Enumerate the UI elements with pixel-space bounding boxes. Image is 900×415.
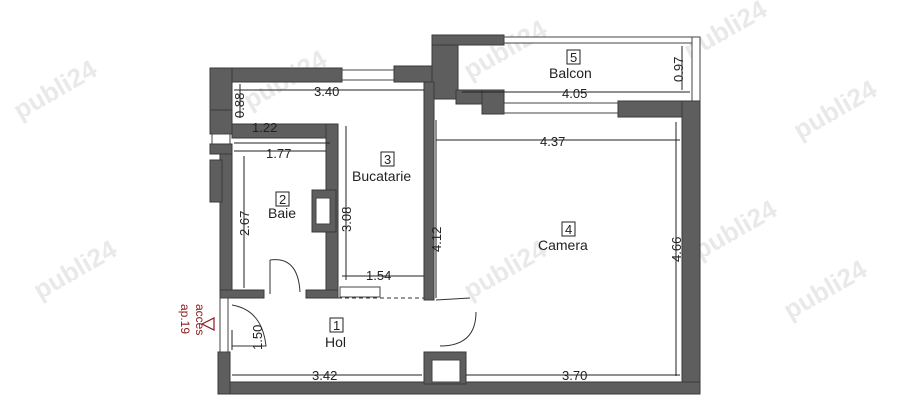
wall [305, 289, 339, 299]
room-number: 3 [384, 152, 391, 167]
wall [209, 159, 223, 203]
dim-bucatarie-width: 3.40 [314, 84, 339, 99]
watermark: publi24 [778, 253, 872, 325]
wall [393, 65, 435, 83]
dim-camera-depth: 4.66 [669, 237, 684, 262]
entrance-apartment: ap.19 [178, 304, 192, 334]
dim-hol-width: 3.42 [312, 368, 337, 383]
room-labels: 5 Balcon 3 Bucatarie 2 Baie 4 Camera 1 H… [268, 49, 592, 350]
window [503, 102, 619, 114]
entrance-triangle-icon [200, 317, 215, 331]
room-number: 4 [565, 222, 572, 237]
wall [431, 34, 459, 100]
door [269, 259, 301, 294]
window [341, 69, 395, 81]
wall [219, 289, 265, 299]
room-number-box [380, 151, 395, 167]
dim-camera-top: 4.37 [540, 134, 565, 149]
dim-baie-top: 1.22 [252, 120, 277, 135]
dimension-labels: 3.40 0.88 1.22 1.77 2.67 3.08 1.54 4.37 … [232, 57, 686, 383]
dim-bucatarie-wall: 0.88 [232, 93, 247, 118]
wall [481, 89, 505, 115]
dim-bucatarie-depth: 3.08 [339, 207, 354, 232]
wall-opening [219, 297, 229, 353]
wall [231, 67, 343, 83]
dim-balcon-width: 4.05 [562, 86, 587, 101]
room-name-bucatarie: Bucatarie [352, 168, 411, 184]
wall [217, 351, 231, 395]
wall [209, 109, 233, 135]
dimension-lines [231, 46, 690, 376]
room-name-hol: Hol [325, 334, 346, 350]
room-number: 2 [279, 192, 286, 207]
watermark: publi24 [28, 233, 122, 305]
dim-camera-left: 4.12 [429, 227, 444, 252]
room-number: 5 [570, 50, 577, 65]
window [211, 133, 231, 145]
room-name-camera: Camera [538, 237, 588, 253]
dim-baie-depth: 2.67 [237, 211, 252, 236]
balcony-railing [503, 36, 701, 44]
room-number-box [566, 49, 581, 65]
watermark: publi24 [8, 53, 102, 125]
dim-baie-width: 1.77 [266, 146, 291, 161]
wall [431, 34, 505, 46]
watermark: publi24 [688, 193, 782, 265]
walls [209, 34, 701, 395]
counter [339, 286, 381, 298]
dim-camera-bottom: 3.70 [562, 368, 587, 383]
dim-hol-inner: 1.54 [366, 268, 391, 283]
entrance-marker: acces ap.19 [178, 304, 215, 335]
wall [231, 123, 337, 139]
wall [681, 100, 701, 394]
room-name-baie: Baie [268, 205, 296, 221]
wall [209, 143, 233, 155]
room-name-balcon: Balcon [549, 65, 592, 81]
column [431, 359, 461, 383]
dim-hol-door: 1.50 [250, 325, 265, 350]
door [435, 297, 477, 347]
watermark: publi24 [458, 13, 552, 85]
shaft [315, 197, 331, 225]
dim-balcon-depth: 0.97 [671, 57, 686, 82]
doors [231, 259, 477, 347]
room-number-box [329, 317, 344, 333]
door [231, 304, 267, 347]
balcony-railing [691, 36, 701, 104]
watermark: publi24 [788, 73, 882, 145]
wall [423, 81, 435, 301]
wall [209, 67, 233, 111]
room-number-box [275, 191, 290, 207]
room-number-box [561, 221, 576, 237]
room-number: 1 [333, 318, 340, 333]
entrance-label: acces [193, 304, 207, 335]
